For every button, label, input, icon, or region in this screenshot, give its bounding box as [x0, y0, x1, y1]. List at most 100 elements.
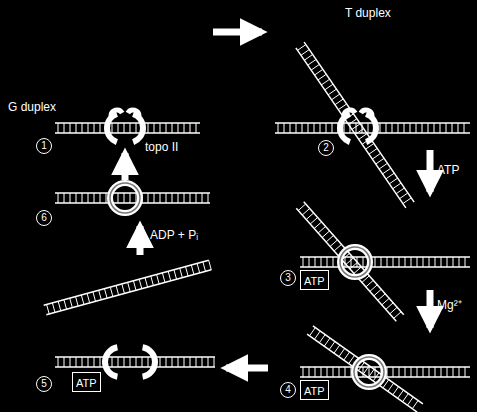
base-pair	[332, 94, 340, 100]
base-pair	[142, 357, 143, 367]
base-pair	[208, 357, 209, 367]
base-pair	[465, 367, 466, 377]
base-pair	[157, 274, 160, 284]
base-pair	[168, 271, 171, 281]
base-pair	[405, 367, 406, 377]
base-pair	[386, 123, 387, 133]
base-pair	[411, 367, 412, 377]
base-pair	[464, 123, 465, 133]
part-label: G duplex	[8, 100, 56, 114]
base-pair	[344, 352, 350, 360]
atp-box: ATP	[72, 372, 101, 392]
base-pair	[359, 134, 367, 140]
base-pair	[306, 213, 313, 220]
step-arrow	[427, 150, 434, 192]
base-pair	[453, 367, 454, 377]
base-pair	[76, 123, 77, 133]
base-pair	[375, 367, 376, 377]
base-pair	[339, 367, 340, 377]
callout-number: 5	[36, 376, 52, 392]
base-pair	[298, 45, 306, 51]
strand	[55, 356, 215, 358]
base-pair	[318, 74, 326, 80]
base-pair	[166, 123, 167, 133]
base-pair	[64, 193, 65, 203]
base-pair	[356, 123, 357, 133]
step-arrow	[122, 153, 129, 180]
part-label: Mg²⁺	[437, 298, 462, 312]
base-pair	[296, 123, 297, 133]
base-pair	[160, 193, 161, 203]
base-pair	[404, 123, 405, 133]
strand	[46, 270, 211, 315]
base-pair	[47, 304, 50, 314]
base-pair	[82, 193, 83, 203]
base-pair	[321, 257, 322, 267]
base-pair	[335, 99, 343, 105]
strand	[304, 42, 414, 202]
base-pair	[136, 357, 137, 367]
base-pair	[64, 123, 65, 133]
base-pair	[64, 300, 67, 310]
base-pair	[375, 257, 376, 267]
base-pair	[366, 280, 373, 287]
base-pair	[58, 123, 59, 133]
base-pair	[366, 144, 374, 150]
base-pair	[196, 357, 197, 367]
base-pair	[208, 193, 209, 203]
base-pair	[148, 357, 149, 367]
base-pair	[303, 367, 304, 377]
base-pair	[372, 153, 380, 159]
base-pair	[284, 123, 285, 133]
base-pair	[100, 357, 101, 367]
base-pair	[184, 193, 185, 203]
base-pair	[309, 257, 310, 267]
base-pair	[116, 285, 119, 295]
base-pair	[321, 367, 322, 377]
base-pair	[124, 357, 125, 367]
base-pair	[315, 367, 316, 377]
base-pair	[416, 123, 417, 133]
base-pair	[441, 257, 442, 267]
base-pair	[314, 123, 315, 133]
base-pair	[310, 217, 317, 224]
base-pair	[393, 367, 394, 377]
base-pair	[166, 357, 167, 367]
base-pair	[93, 292, 96, 302]
step-arrow	[427, 290, 434, 328]
topo-clamp	[340, 114, 376, 142]
base-pair	[70, 357, 71, 367]
atp-box: ATP	[300, 380, 329, 400]
node-text: ATP	[304, 385, 325, 397]
callout-number: 3	[280, 270, 296, 286]
base-pair	[330, 240, 337, 247]
base-pair	[318, 226, 325, 233]
base-pair	[315, 69, 323, 75]
base-pair	[349, 119, 357, 125]
base-pair	[166, 193, 167, 203]
base-pair	[139, 279, 142, 289]
topo-clamp	[340, 247, 370, 277]
topo-clamp	[107, 114, 143, 142]
base-pair	[162, 273, 165, 283]
base-pair	[339, 348, 345, 356]
clamp-shade	[340, 247, 370, 277]
base-pair	[308, 59, 316, 65]
base-pair	[106, 193, 107, 203]
topo-clamp	[110, 183, 140, 213]
base-pair	[352, 124, 360, 130]
dna-ladder	[55, 193, 210, 203]
base-pair	[196, 123, 197, 133]
base-pair	[58, 357, 59, 367]
strand	[55, 366, 215, 368]
base-pair	[398, 123, 399, 133]
topo-clamps	[105, 110, 384, 387]
clamp-jaw	[111, 110, 139, 116]
base-pair	[82, 123, 83, 133]
dna-ladder	[296, 202, 403, 322]
base-pair	[301, 50, 309, 56]
base-pair	[383, 168, 391, 174]
part-label: ATP	[437, 163, 459, 177]
base-pair	[329, 342, 335, 350]
base-pair	[394, 312, 401, 319]
